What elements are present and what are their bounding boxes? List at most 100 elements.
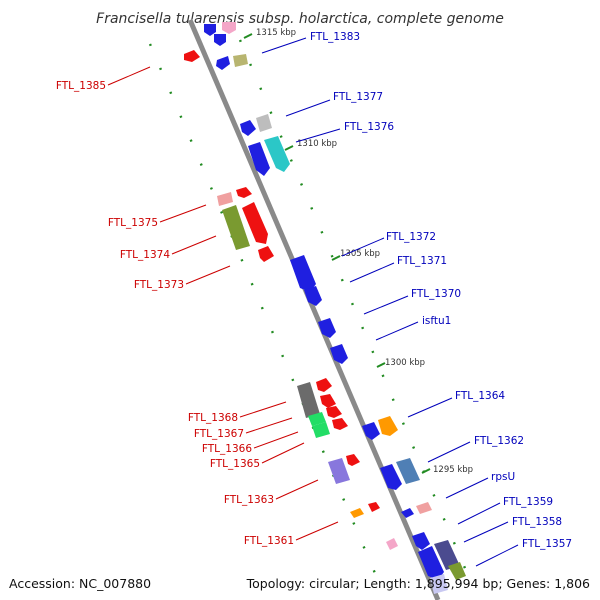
left-labels: FTL_1385 FTL_1375 FTL_1374 FTL_1373 FTL_… bbox=[56, 66, 339, 547]
gene-arrow-red bbox=[316, 378, 332, 392]
gene-arrow-orange bbox=[350, 508, 364, 518]
gene-label-ftl-1376: FTL_1376 bbox=[344, 121, 394, 133]
gene-label-ftl-1363: FTL_1363 bbox=[224, 494, 274, 506]
gene-box-lavender bbox=[430, 574, 448, 594]
gene-arrow-blue bbox=[248, 142, 270, 176]
gene-arrow-pink bbox=[222, 22, 236, 34]
tick-mark-1300 bbox=[376, 362, 386, 368]
leader-ftl-1385 bbox=[107, 66, 151, 86]
tick-mark-1310 bbox=[284, 145, 294, 151]
gene-arrow-red bbox=[332, 418, 348, 430]
gene-label-ftl-1359: FTL_1359 bbox=[503, 496, 553, 508]
gene-label-ftl-1365: FTL_1365 bbox=[210, 458, 260, 470]
gene-arrow-blue bbox=[401, 508, 414, 518]
leader-ftl-1362 bbox=[427, 441, 471, 463]
gene-box-steelblue bbox=[396, 458, 420, 484]
leader-rpsu bbox=[445, 477, 489, 499]
gene-label-ftl-1373: FTL_1373 bbox=[134, 279, 184, 291]
gene-arrow-blue bbox=[418, 546, 444, 580]
gene-arrow-pink bbox=[386, 538, 398, 550]
gene-arrow-orange bbox=[378, 416, 398, 436]
leader-ftl-1370 bbox=[363, 295, 409, 315]
map-title: Francisella tularensis subsp. holarctica… bbox=[96, 11, 504, 27]
tick-mark-1315 bbox=[243, 33, 253, 39]
gene-box-grey bbox=[256, 114, 272, 132]
gene-arrow-red bbox=[346, 454, 360, 466]
gene-label-ftl-1374: FTL_1374 bbox=[120, 249, 170, 261]
gene-label-ftl-1375: FTL_1375 bbox=[108, 217, 158, 229]
leader-ftl-1358 bbox=[463, 521, 509, 543]
gene-arrow-cyan bbox=[264, 136, 290, 172]
gene-arrow-red bbox=[320, 394, 336, 408]
gene-arrow-blue bbox=[304, 286, 322, 306]
gene-label-ftl-1383: FTL_1383 bbox=[310, 31, 360, 43]
gene-label-ftl-1377: FTL_1377 bbox=[333, 91, 383, 103]
leader-ftl-1375 bbox=[159, 204, 207, 223]
tick-label-1295: 1295 kbp bbox=[433, 465, 473, 475]
leader-ftl-1373 bbox=[185, 265, 231, 285]
gene-label-ftl-1367: FTL_1367 bbox=[194, 428, 244, 440]
gene-features bbox=[184, 22, 466, 594]
gene-label-ftl-1372: FTL_1372 bbox=[386, 231, 436, 243]
tick-label-1300: 1300 kbp bbox=[385, 358, 425, 368]
tick-label-1305: 1305 kbp bbox=[340, 249, 380, 259]
leader-ftl-1367 bbox=[245, 417, 293, 434]
gene-label-ftl-1361: FTL_1361 bbox=[244, 535, 294, 547]
leader-ftl-1383 bbox=[261, 37, 307, 54]
gene-label-ftl-1385: FTL_1385 bbox=[56, 80, 106, 92]
leader-ftl-1374 bbox=[171, 235, 217, 255]
gene-label-ftl-1366: FTL_1366 bbox=[202, 443, 252, 455]
genome-backbone bbox=[187, 19, 441, 600]
gene-arrow-red bbox=[258, 246, 274, 262]
gene-box-salmon bbox=[416, 502, 432, 514]
gene-arrow-blue bbox=[216, 56, 230, 70]
leader-ftl-1368 bbox=[239, 401, 287, 418]
gene-arrow-blue bbox=[290, 255, 316, 292]
gene-arrow-red bbox=[368, 502, 380, 512]
leader-ftl-1365 bbox=[261, 442, 305, 464]
gene-arrow-blue bbox=[214, 34, 226, 46]
gene-arrow-blue bbox=[204, 24, 216, 36]
gene-arrow-red bbox=[184, 50, 200, 62]
leader-ftl-1372 bbox=[341, 237, 385, 257]
gene-label-ftl-1370: FTL_1370 bbox=[411, 288, 461, 300]
gene-box-green bbox=[308, 412, 326, 426]
tick-mark-1295 bbox=[421, 468, 431, 474]
gene-label-ftl-1364: FTL_1364 bbox=[455, 390, 505, 402]
accession-text: Accession: NC_007880 bbox=[9, 576, 151, 591]
gene-label-ftl-1362: FTL_1362 bbox=[474, 435, 524, 447]
gene-arrow-blue bbox=[318, 318, 336, 338]
gene-arrow-red bbox=[242, 202, 268, 244]
gene-arrow-blue bbox=[240, 120, 256, 136]
gene-box-slate bbox=[434, 540, 460, 570]
leader-ftl-1371 bbox=[349, 262, 395, 283]
tick-mark-1305 bbox=[331, 255, 341, 261]
right-labels: FTL_1383 FTL_1377 FTL_1376 FTL_1372 FTL_… bbox=[261, 31, 572, 567]
gene-arrow-blue bbox=[330, 344, 348, 364]
leader-ftl-1359 bbox=[457, 502, 501, 525]
gene-arrow-blue bbox=[380, 464, 402, 490]
gene-box-green bbox=[312, 422, 330, 438]
gene-label-ftl-1371: FTL_1371 bbox=[397, 255, 447, 267]
leader-ftl-1376 bbox=[295, 128, 341, 143]
gene-label-ftl-1357: FTL_1357 bbox=[522, 538, 572, 550]
genome-summary-text: Topology: circular; Length: 1,895,994 bp… bbox=[246, 576, 590, 591]
gene-arrow-blue bbox=[362, 422, 380, 440]
gene-box-olive bbox=[233, 54, 248, 67]
tick-label-1315: 1315 kbp bbox=[256, 28, 296, 38]
gene-arrow-red bbox=[326, 406, 342, 418]
leader-ftl-1357 bbox=[475, 544, 519, 567]
leader-ftl-1361 bbox=[295, 521, 339, 541]
leader-ftl-1363 bbox=[275, 479, 319, 500]
gene-arrow-olive bbox=[448, 562, 466, 580]
gene-label-rpsu: rpsU bbox=[491, 471, 515, 483]
tick-label-1310: 1310 kbp bbox=[297, 139, 337, 149]
leader-ftl-1377 bbox=[285, 99, 331, 117]
gene-label-isftu1: isftu1 bbox=[422, 315, 451, 327]
leader-ftl-1364 bbox=[407, 397, 453, 418]
gene-arrow-blue bbox=[412, 532, 430, 550]
gene-box-purple bbox=[328, 458, 350, 484]
gene-box-olive-green bbox=[222, 205, 250, 250]
gene-label-ftl-1368: FTL_1368 bbox=[188, 412, 238, 424]
